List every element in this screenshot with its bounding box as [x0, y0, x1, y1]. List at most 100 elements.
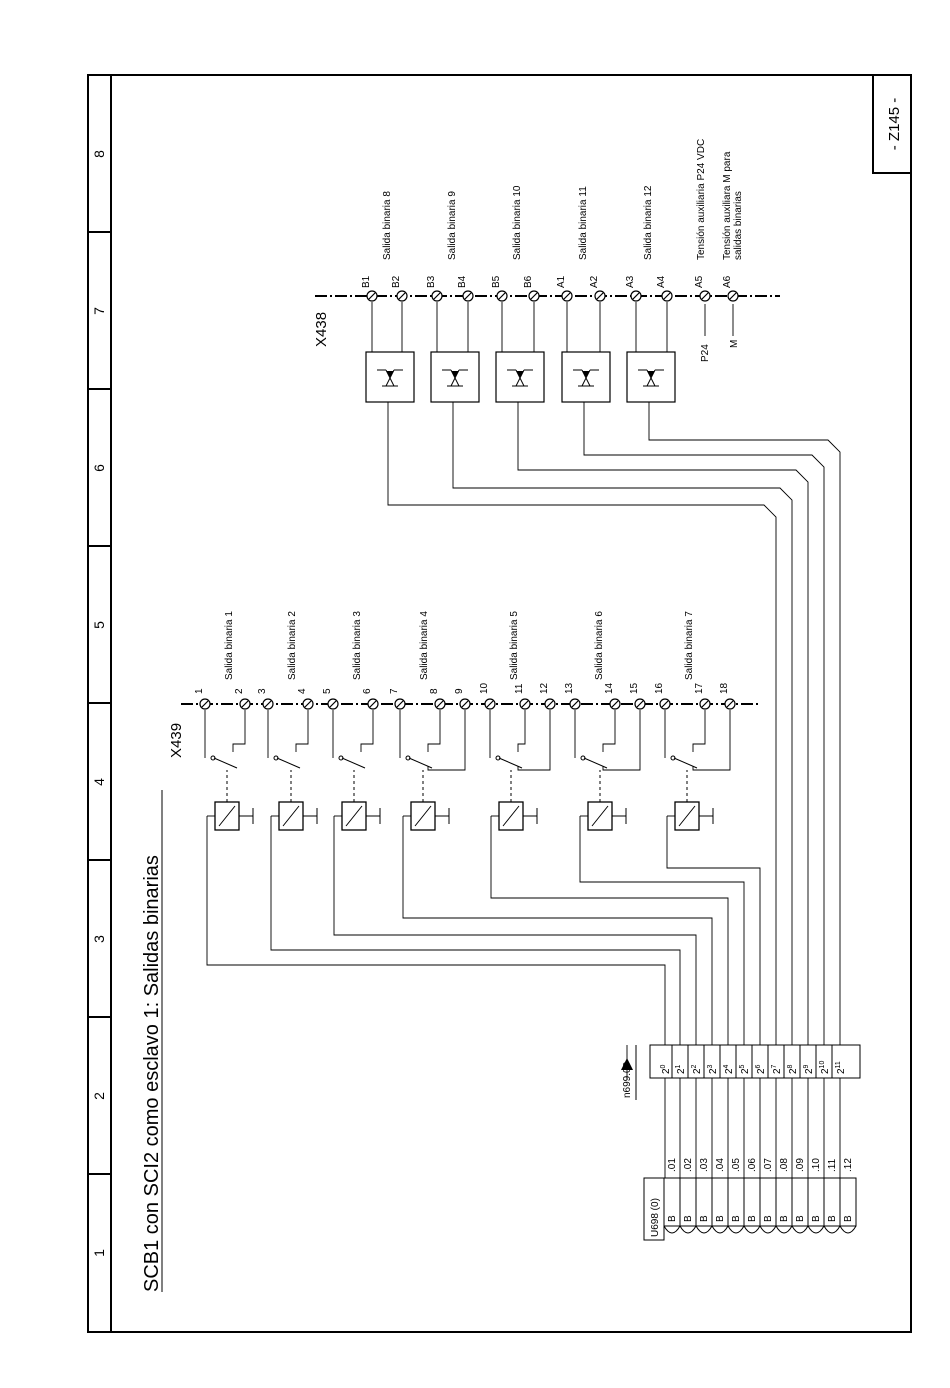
- bit-exponent: 2: [691, 1064, 698, 1068]
- switch-contact-icon: [583, 757, 608, 769]
- column-number: 4: [91, 778, 107, 786]
- parameter-row: .11B: [823, 1158, 841, 1234]
- relay-coil-icon: [498, 770, 538, 831]
- optocoupler-group: Salida binaria 8 Salida binaria 9 Salida b…: [365, 185, 676, 403]
- screw-terminal-icon: [462, 290, 474, 302]
- output-label: Salida binaria 4: [419, 611, 430, 680]
- bit-label: 29: [803, 1064, 815, 1074]
- parameter-index: .12: [843, 1158, 854, 1172]
- parameter-type: B: [779, 1215, 790, 1222]
- column-number: 8: [91, 150, 107, 158]
- screw-terminal-icon: [239, 698, 251, 710]
- relay-coil-icon: [410, 770, 450, 831]
- wire: [387, 402, 777, 1045]
- screw-terminal-icon: [431, 290, 443, 302]
- screw-terminal-icon: [396, 290, 408, 302]
- bit-exponent: 8: [787, 1064, 794, 1068]
- optocoupler-icon: [561, 351, 611, 403]
- screw-terminal-icon: [594, 290, 606, 302]
- screw-terminal-icon: [699, 290, 711, 302]
- terminal-label: B6: [523, 275, 534, 288]
- output-label: Salida binaria 7: [684, 611, 695, 680]
- wire: [579, 816, 745, 1045]
- parameter-index: .01: [667, 1158, 678, 1172]
- column-number: 6: [91, 464, 107, 472]
- switch-contact-icon: [408, 757, 433, 769]
- optocoupler-icon: [626, 351, 676, 403]
- wire: [490, 816, 729, 1045]
- bit-exponent: 7: [771, 1064, 778, 1068]
- terminal-label: 18: [719, 682, 730, 694]
- connector-label-x439: X439: [168, 723, 185, 758]
- bit-label: 20: [660, 1064, 672, 1074]
- output-label: Salida binaria 3: [352, 611, 363, 680]
- wire: [648, 402, 841, 1045]
- parameter-index: .08: [779, 1158, 790, 1172]
- bit-label: 27: [771, 1064, 783, 1074]
- switch-contact-icon: [498, 757, 523, 769]
- aux-m-description: salidas binarias: [733, 191, 744, 260]
- optocoupler: Salida binaria 9: [430, 191, 480, 403]
- parameter-index: .05: [731, 1158, 742, 1172]
- column-number: 1: [91, 1249, 107, 1257]
- terminal-label: A4: [656, 275, 667, 288]
- output-label: Salida binaria 8: [382, 191, 393, 260]
- screw-terminal-icon: [434, 698, 446, 710]
- relay-output: Salida binaria 3: [332, 611, 381, 831]
- bit-exponent: 4: [723, 1064, 730, 1068]
- wire: [402, 816, 713, 1045]
- parameter-row: .10B: [807, 1158, 825, 1234]
- bit-label: 21: [675, 1064, 687, 1074]
- column-number: 2: [91, 1092, 107, 1100]
- optocoupler: Salida binaria 10: [495, 185, 545, 403]
- wire: [452, 402, 793, 1045]
- column-number: 7: [91, 307, 107, 315]
- parameter-row: .05B: [727, 1158, 745, 1234]
- screw-terminal-icon: [327, 698, 339, 710]
- optocoupler-icon: [430, 351, 480, 403]
- bit-exponent: 6: [755, 1064, 762, 1068]
- screw-terminal-icon: [367, 698, 379, 710]
- parameter-type: B: [811, 1215, 822, 1222]
- switch-contact-icon: [673, 757, 698, 769]
- bit-exponent: 11: [835, 1061, 842, 1068]
- parameter-block-u698: U698 (0) .01B.02B.03B.04B.05B.06B.07B.08…: [643, 1158, 857, 1241]
- wire: [206, 816, 666, 1045]
- aux-p24-description: Tensión auxiliaria P24 VDC: [696, 139, 707, 260]
- terminal-label: 2: [234, 688, 245, 694]
- aux-m-description: Tensión auxiliara M para: [722, 151, 733, 260]
- parameter-name: U698 (0): [650, 1198, 661, 1237]
- terminal-label: 17: [694, 682, 705, 694]
- parameter-type: B: [683, 1215, 694, 1222]
- parameter-row: .08B: [775, 1158, 793, 1234]
- terminal-label: A3: [625, 275, 636, 288]
- bit-exponent: 10: [819, 1061, 826, 1069]
- terminal-label: B2: [391, 275, 402, 288]
- sheet-title: SCB1 con SCI2 como esclavo 1: Salidas bi…: [141, 790, 163, 1292]
- screw-terminal-icon: [727, 290, 739, 302]
- connector-label-x438: X438: [313, 312, 330, 347]
- screw-terminal-icon: [569, 698, 581, 710]
- output-label: Salida binaria 5: [509, 611, 520, 680]
- signal-wires: [206, 402, 841, 1045]
- output-label: Salida binaria 10: [512, 185, 523, 260]
- screw-terminal-icon: [634, 698, 646, 710]
- terminal-label: 13: [564, 682, 575, 694]
- optocoupler-icon: [495, 351, 545, 403]
- output-label: Salida binaria 12: [643, 185, 654, 260]
- screw-terminal-icon: [609, 698, 621, 710]
- bit-label: 26: [755, 1064, 767, 1074]
- screw-terminal-icon: [394, 698, 406, 710]
- wire: [333, 816, 697, 1045]
- terminal-label: B1: [361, 275, 372, 288]
- screw-terminal-icon: [302, 698, 314, 710]
- terminal-label: 7: [389, 688, 400, 694]
- terminal-label: 4: [297, 688, 308, 694]
- terminal-label: A2: [589, 275, 600, 288]
- relay-output: Salida binaria 4: [399, 611, 466, 831]
- bit-label: 210: [819, 1061, 831, 1074]
